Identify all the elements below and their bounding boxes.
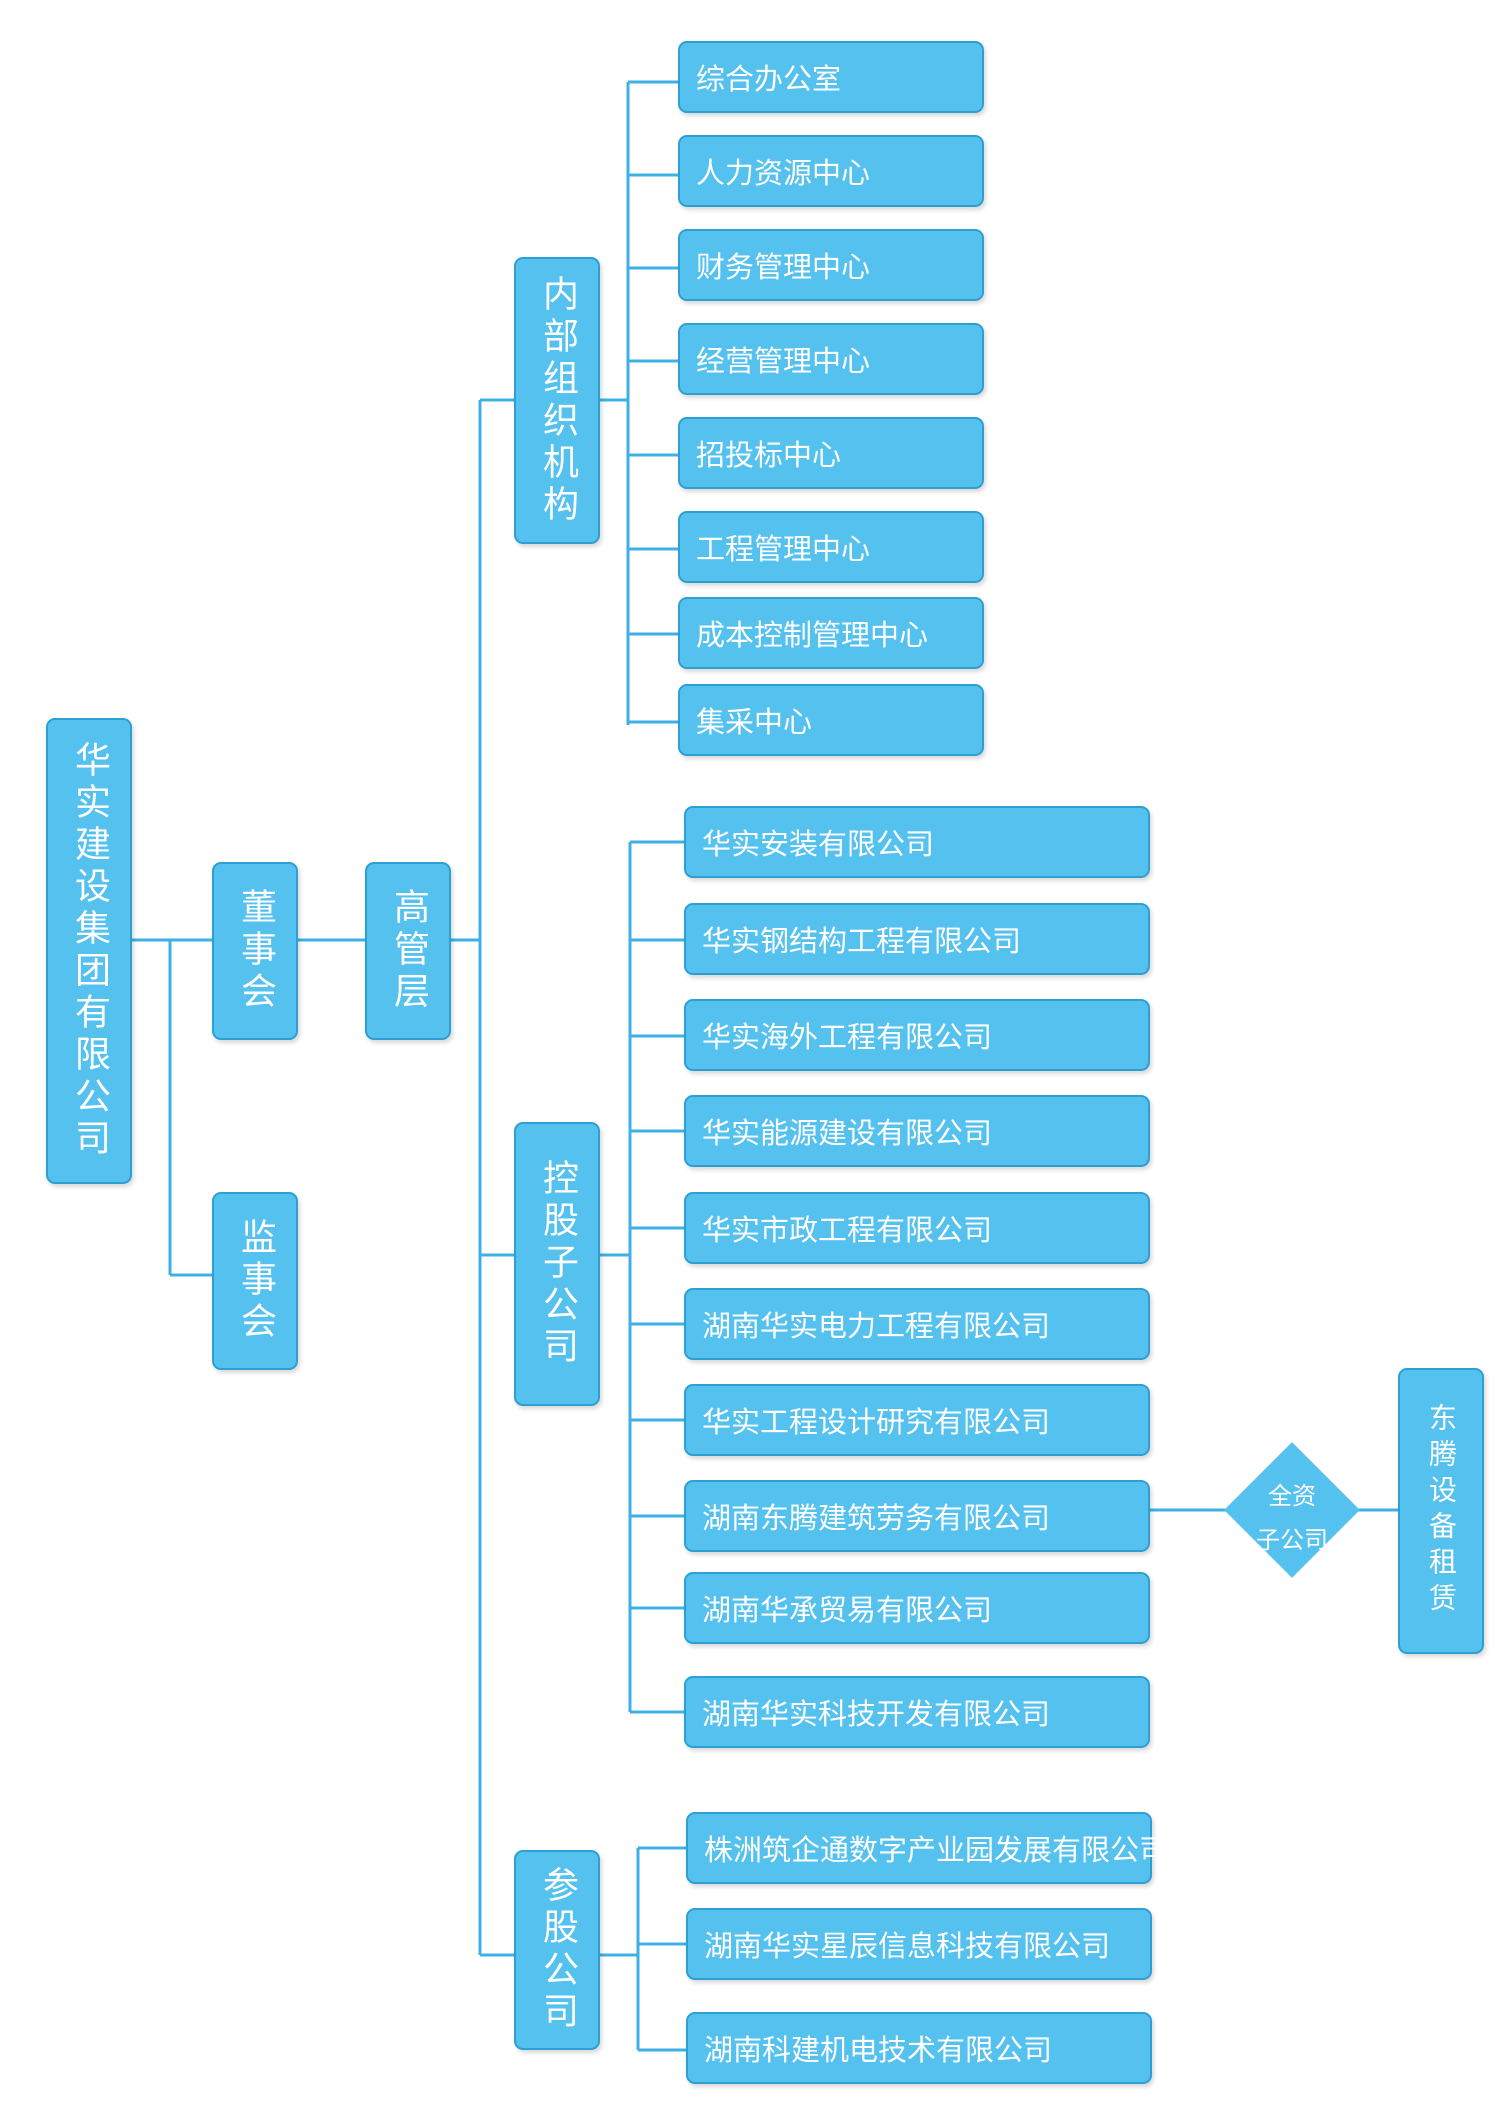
equity-item-label: 株洲筑企通数字产业园发展有限公司 xyxy=(704,1833,1169,1867)
holding-item-label: 华实安装有限公司 xyxy=(702,827,935,861)
supervisory-board-label: 监事会 xyxy=(235,1218,276,1344)
holding-item-label: 湖南东腾建筑劳务有限公司 xyxy=(702,1501,1051,1535)
holding-item-tech-development[interactable]: 湖南华实科技开发有限公司 xyxy=(684,1676,1150,1748)
group-company-box[interactable]: 华实建设集团有限公司 xyxy=(46,718,132,1184)
group-company-name: 华实建设集团有限公司 xyxy=(69,741,110,1161)
internal-item-label: 人力资源中心 xyxy=(696,156,871,190)
holding-item-energy[interactable]: 华实能源建设有限公司 xyxy=(684,1095,1150,1167)
internal-item-label: 招投标中心 xyxy=(696,438,842,472)
senior-management-label: 高管层 xyxy=(388,888,429,1014)
internal-org-label: 内部组织机构 xyxy=(537,274,578,527)
holding-item-label: 华实能源建设有限公司 xyxy=(702,1116,993,1150)
internal-item-label: 财务管理中心 xyxy=(696,250,871,284)
equity-item-xingchen-info[interactable]: 湖南华实星辰信息科技有限公司 xyxy=(686,1908,1152,1980)
holding-item-municipal[interactable]: 华实市政工程有限公司 xyxy=(684,1192,1150,1264)
internal-item-bidding[interactable]: 招投标中心 xyxy=(678,417,984,489)
equity-item-label: 湖南华实星辰信息科技有限公司 xyxy=(704,1929,1111,1963)
holding-item-label: 湖南华实科技开发有限公司 xyxy=(702,1697,1051,1731)
internal-item-finance[interactable]: 财务管理中心 xyxy=(678,229,984,301)
equity-item-digital-park[interactable]: 株洲筑企通数字产业园发展有限公司 xyxy=(686,1812,1168,1884)
holding-item-label: 湖南华实电力工程有限公司 xyxy=(702,1309,1051,1343)
internal-item-procurement[interactable]: 集采中心 xyxy=(678,684,984,756)
internal-item-engineering[interactable]: 工程管理中心 xyxy=(678,511,984,583)
holding-item-steel-structure[interactable]: 华实钢结构工程有限公司 xyxy=(684,903,1150,975)
holding-item-label: 湖南华承贸易有限公司 xyxy=(702,1593,993,1627)
dongteng-equipment-rental-box[interactable]: 东腾设备租赁 xyxy=(1398,1368,1484,1654)
holding-item-trading[interactable]: 湖南华承贸易有限公司 xyxy=(684,1572,1150,1644)
board-of-directors-label: 董事会 xyxy=(235,888,276,1014)
internal-org-box[interactable]: 内部组织机构 xyxy=(514,257,600,544)
holding-item-dongteng-labor[interactable]: 湖南东腾建筑劳务有限公司 xyxy=(684,1480,1150,1552)
internal-item-cost-control[interactable]: 成本控制管理中心 xyxy=(678,597,984,669)
holding-item-design-research[interactable]: 华实工程设计研究有限公司 xyxy=(684,1384,1150,1456)
holding-item-overseas[interactable]: 华实海外工程有限公司 xyxy=(684,999,1150,1071)
internal-item-label: 综合办公室 xyxy=(696,62,842,96)
internal-item-operations[interactable]: 经营管理中心 xyxy=(678,323,984,395)
equity-item-label: 湖南科建机电技术有限公司 xyxy=(704,2033,1053,2067)
equity-companies-label: 参股公司 xyxy=(537,1866,578,2034)
holding-item-label: 华实工程设计研究有限公司 xyxy=(702,1405,1051,1439)
senior-management-box[interactable]: 高管层 xyxy=(365,862,451,1040)
holding-item-label: 华实钢结构工程有限公司 xyxy=(702,924,1022,958)
dongteng-equipment-rental-label: 东腾设备租赁 xyxy=(1425,1403,1458,1619)
internal-item-hr[interactable]: 人力资源中心 xyxy=(678,135,984,207)
holding-item-label: 华实市政工程有限公司 xyxy=(702,1213,993,1247)
internal-item-label: 成本控制管理中心 xyxy=(696,618,929,652)
holding-item-label: 华实海外工程有限公司 xyxy=(702,1020,993,1054)
holding-subsidiaries-label: 控股子公司 xyxy=(537,1159,578,1369)
holding-subsidiaries-box[interactable]: 控股子公司 xyxy=(514,1122,600,1406)
internal-item-label: 经营管理中心 xyxy=(696,344,871,378)
internal-item-label: 集采中心 xyxy=(696,705,813,739)
equity-item-mechatronics[interactable]: 湖南科建机电技术有限公司 xyxy=(686,2012,1152,2084)
holding-item-installation[interactable]: 华实安装有限公司 xyxy=(684,806,1150,878)
holding-item-electric-power[interactable]: 湖南华实电力工程有限公司 xyxy=(684,1288,1150,1360)
internal-item-office[interactable]: 综合办公室 xyxy=(678,41,984,113)
wholly-owned-relation-diamond: 全资 子公司 xyxy=(1224,1442,1360,1578)
board-of-directors-box[interactable]: 董事会 xyxy=(212,862,298,1040)
supervisory-board-box[interactable]: 监事会 xyxy=(212,1192,298,1370)
relation-label-line1: 全资 xyxy=(1268,1482,1316,1510)
equity-companies-box[interactable]: 参股公司 xyxy=(514,1850,600,2050)
relation-label-line2: 子公司 xyxy=(1256,1526,1328,1554)
internal-item-label: 工程管理中心 xyxy=(696,532,871,566)
